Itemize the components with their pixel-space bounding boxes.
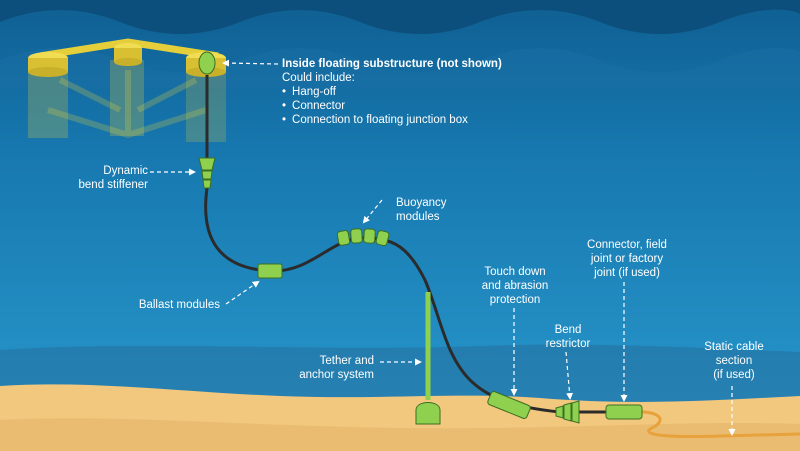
hang-off-point bbox=[198, 51, 216, 75]
label-static-cable: Static cable section (if used) bbox=[692, 340, 776, 382]
label-line: joint or factory bbox=[590, 253, 664, 265]
label-line: Static cable bbox=[704, 341, 764, 353]
label-line: Buoyancy bbox=[396, 197, 447, 209]
substructure-callout: Inside floating substructure (not shown)… bbox=[282, 57, 502, 127]
substructure-item: Connection to floating junction box bbox=[282, 113, 502, 127]
label-line: modules bbox=[396, 211, 440, 223]
label-touchdown-protection: Touch down and abrasion protection bbox=[470, 265, 560, 307]
label-line: (if used) bbox=[713, 369, 755, 381]
substructure-list: Hang-off Connector Connection to floatin… bbox=[282, 85, 502, 127]
leader-lines bbox=[150, 59, 736, 436]
connector-joint bbox=[605, 404, 643, 420]
label-line: restrictor bbox=[545, 338, 591, 350]
label-bend-stiffener: Dynamic bend stiffener bbox=[58, 164, 148, 192]
substructure-intro: Could include: bbox=[282, 72, 355, 84]
substructure-item: Connector bbox=[282, 99, 502, 113]
label-line: Ballast modules bbox=[138, 299, 220, 311]
bend-stiffener bbox=[198, 157, 216, 189]
sea-wave-band bbox=[0, 47, 800, 88]
bend-restrictor bbox=[555, 400, 580, 424]
label-connector-joint: Connector, field joint or factory joint … bbox=[574, 238, 680, 280]
label-line: section bbox=[715, 355, 753, 367]
leader-substructure bbox=[222, 59, 279, 67]
leader-buoyancy bbox=[362, 199, 383, 224]
substructure-item: Hang-off bbox=[282, 85, 502, 99]
label-line: joint (if used) bbox=[594, 267, 660, 279]
label-line: bend stiffener bbox=[78, 179, 148, 191]
label-line: Dynamic bbox=[103, 165, 148, 177]
label-bend-restrictor: Bend restrictor bbox=[536, 323, 600, 351]
sea-surface-waves bbox=[0, 0, 800, 34]
anchor bbox=[415, 402, 441, 425]
label-line: Touch down bbox=[484, 266, 546, 278]
buoyancy-modules bbox=[336, 228, 390, 247]
substructure-title: Inside floating substructure (not shown) bbox=[282, 58, 502, 70]
label-buoyancy-modules: Buoyancy modules bbox=[396, 196, 447, 224]
label-tether-anchor: Tether and anchor system bbox=[282, 354, 374, 382]
static-cable-section bbox=[629, 410, 800, 439]
label-line: and abrasion bbox=[481, 280, 549, 292]
dynamic-cable bbox=[204, 187, 620, 414]
leader-bend-restrictor bbox=[565, 351, 574, 400]
seabed-shade bbox=[0, 418, 800, 451]
ballast-module bbox=[257, 263, 283, 279]
label-line: Bend bbox=[554, 324, 582, 336]
label-ballast-modules: Ballast modules bbox=[110, 298, 220, 312]
label-line: Tether and bbox=[319, 355, 374, 367]
touchdown-protection bbox=[487, 391, 531, 419]
floating-substructure bbox=[28, 38, 226, 142]
label-line: Connector, field bbox=[587, 239, 667, 251]
label-line: protection bbox=[489, 294, 541, 306]
label-line: anchor system bbox=[299, 369, 374, 381]
